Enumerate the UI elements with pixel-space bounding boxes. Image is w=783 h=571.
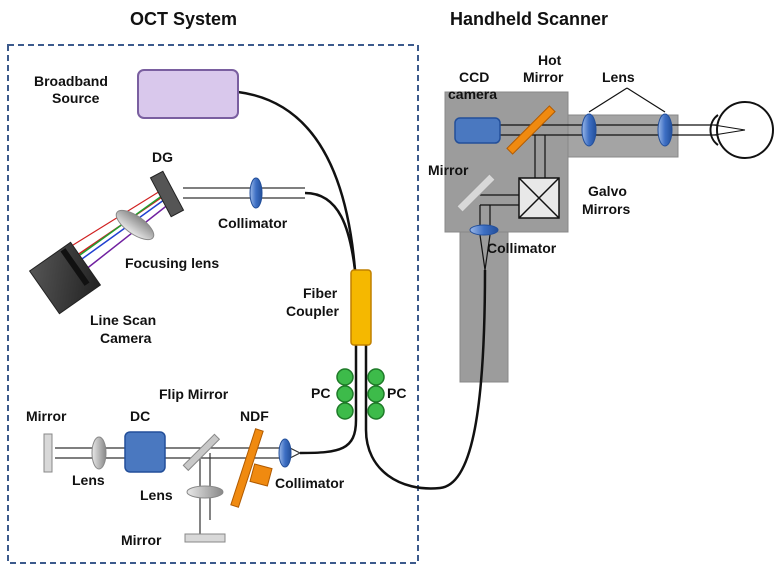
flip-mirror-label: Flip Mirror bbox=[159, 386, 229, 402]
collimator-scanner-lens bbox=[469, 224, 499, 236]
fiber-coupler-label-2: Coupler bbox=[286, 303, 339, 319]
galvo-mirrors bbox=[518, 177, 560, 219]
dispersion-compensator bbox=[124, 431, 166, 473]
broadband-label-1: Broadband bbox=[34, 73, 108, 89]
ndf-label: NDF bbox=[240, 408, 269, 424]
reference-beam bbox=[55, 447, 301, 535]
ccd-label-1: CCD bbox=[459, 69, 489, 85]
scanner-lens-1 bbox=[581, 113, 597, 147]
optical-fibers bbox=[237, 90, 487, 490]
galvo-label-2: Mirrors bbox=[582, 201, 630, 217]
diffraction-grating bbox=[149, 170, 185, 218]
scanner-lens-2 bbox=[657, 113, 673, 147]
eye-icon bbox=[709, 101, 774, 159]
pc-right-label: PC bbox=[387, 385, 406, 401]
mirror-scanner-label: Mirror bbox=[428, 162, 469, 178]
flip-mirror bbox=[182, 433, 221, 472]
mirror-bottom-label: Mirror bbox=[121, 532, 162, 548]
hot-mirror-label-1: Hot bbox=[538, 52, 562, 68]
reference-lens bbox=[91, 436, 107, 470]
reference-mirror-left bbox=[43, 433, 53, 473]
pc-left-label: PC bbox=[311, 385, 330, 401]
focusing-lens-label: Focusing lens bbox=[125, 255, 219, 271]
hot-mirror-label-2: Mirror bbox=[523, 69, 564, 85]
handheld-scanner-title: Handheld Scanner bbox=[450, 9, 608, 29]
dc-label: DC bbox=[130, 408, 150, 424]
oct-system-frame bbox=[7, 44, 419, 564]
polarization-controller-right bbox=[367, 368, 385, 420]
neutral-density-filter bbox=[230, 428, 264, 508]
collimator-lens-top bbox=[249, 177, 263, 209]
collimator-top-label: Collimator bbox=[218, 215, 288, 231]
ndf-mount bbox=[249, 463, 273, 487]
lens-scanner-label: Lens bbox=[602, 69, 635, 85]
reference-mirror-bottom bbox=[184, 533, 226, 543]
hot-mirror bbox=[506, 105, 556, 155]
fiber-coupler bbox=[350, 269, 372, 346]
galvo-label-1: Galvo bbox=[588, 183, 627, 199]
line-scan-label-1: Line Scan bbox=[90, 312, 156, 328]
line-scan-camera bbox=[28, 241, 102, 315]
broadband-source bbox=[137, 69, 239, 119]
line-scan-label-2: Camera bbox=[100, 330, 152, 346]
ccd-camera bbox=[454, 117, 501, 144]
scanner-mirror bbox=[456, 173, 496, 213]
mirror-left-label: Mirror bbox=[26, 408, 67, 424]
spectrometer-beam bbox=[64, 187, 305, 271]
oct-system-title: OCT System bbox=[130, 9, 237, 29]
broadband-label-2: Source bbox=[52, 90, 100, 106]
lens-flip-label: Lens bbox=[140, 487, 173, 503]
dg-label: DG bbox=[152, 149, 173, 165]
ccd-label-2: camera bbox=[448, 86, 497, 102]
lens-pointer bbox=[588, 87, 666, 113]
focusing-lens bbox=[115, 209, 155, 241]
collimator-scanner-label: Collimator bbox=[487, 240, 557, 256]
polarization-controller-left bbox=[336, 368, 354, 420]
flip-lens bbox=[186, 485, 224, 499]
lens-ref-label: Lens bbox=[72, 472, 105, 488]
collimator-bottom-label: Collimator bbox=[275, 475, 345, 491]
fiber-coupler-label-1: Fiber bbox=[303, 285, 338, 301]
collimator-lens-bottom bbox=[278, 438, 292, 468]
